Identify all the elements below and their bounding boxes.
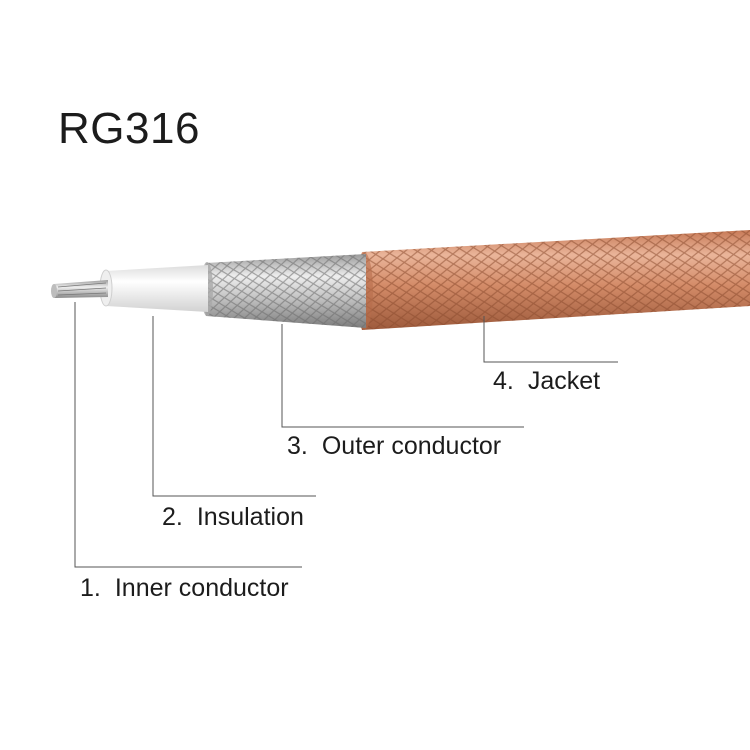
callout-label: Inner conductor [114, 574, 289, 602]
callout-number: 4. [493, 367, 514, 395]
cable-title: RG316 [58, 104, 200, 153]
callout-outer-conductor: 3. Outer conductor [287, 432, 501, 461]
outer-conductor-layer [201, 254, 366, 328]
insulation-layer [99, 265, 208, 312]
callout-label: Insulation [196, 503, 304, 531]
callout-label: Outer conductor [321, 432, 502, 460]
leader-line-insulation [152, 316, 316, 497]
callout-number: 1. [80, 574, 101, 602]
jacket-layer [355, 230, 750, 330]
callout-inner-conductor: 1. Inner conductor [80, 574, 289, 603]
leader-line-outer-conductor [281, 324, 524, 428]
leader-lines [74, 302, 618, 568]
callout-number: 3. [287, 432, 308, 460]
callout-jacket: 4. Jacket [493, 367, 600, 396]
leader-line-inner-conductor [74, 302, 302, 568]
leader-line-jacket [483, 316, 618, 363]
callout-insulation: 2. Insulation [162, 503, 304, 532]
callout-number: 2. [162, 503, 183, 531]
inner-conductor-layer [51, 280, 108, 298]
callout-label: Jacket [527, 367, 601, 395]
